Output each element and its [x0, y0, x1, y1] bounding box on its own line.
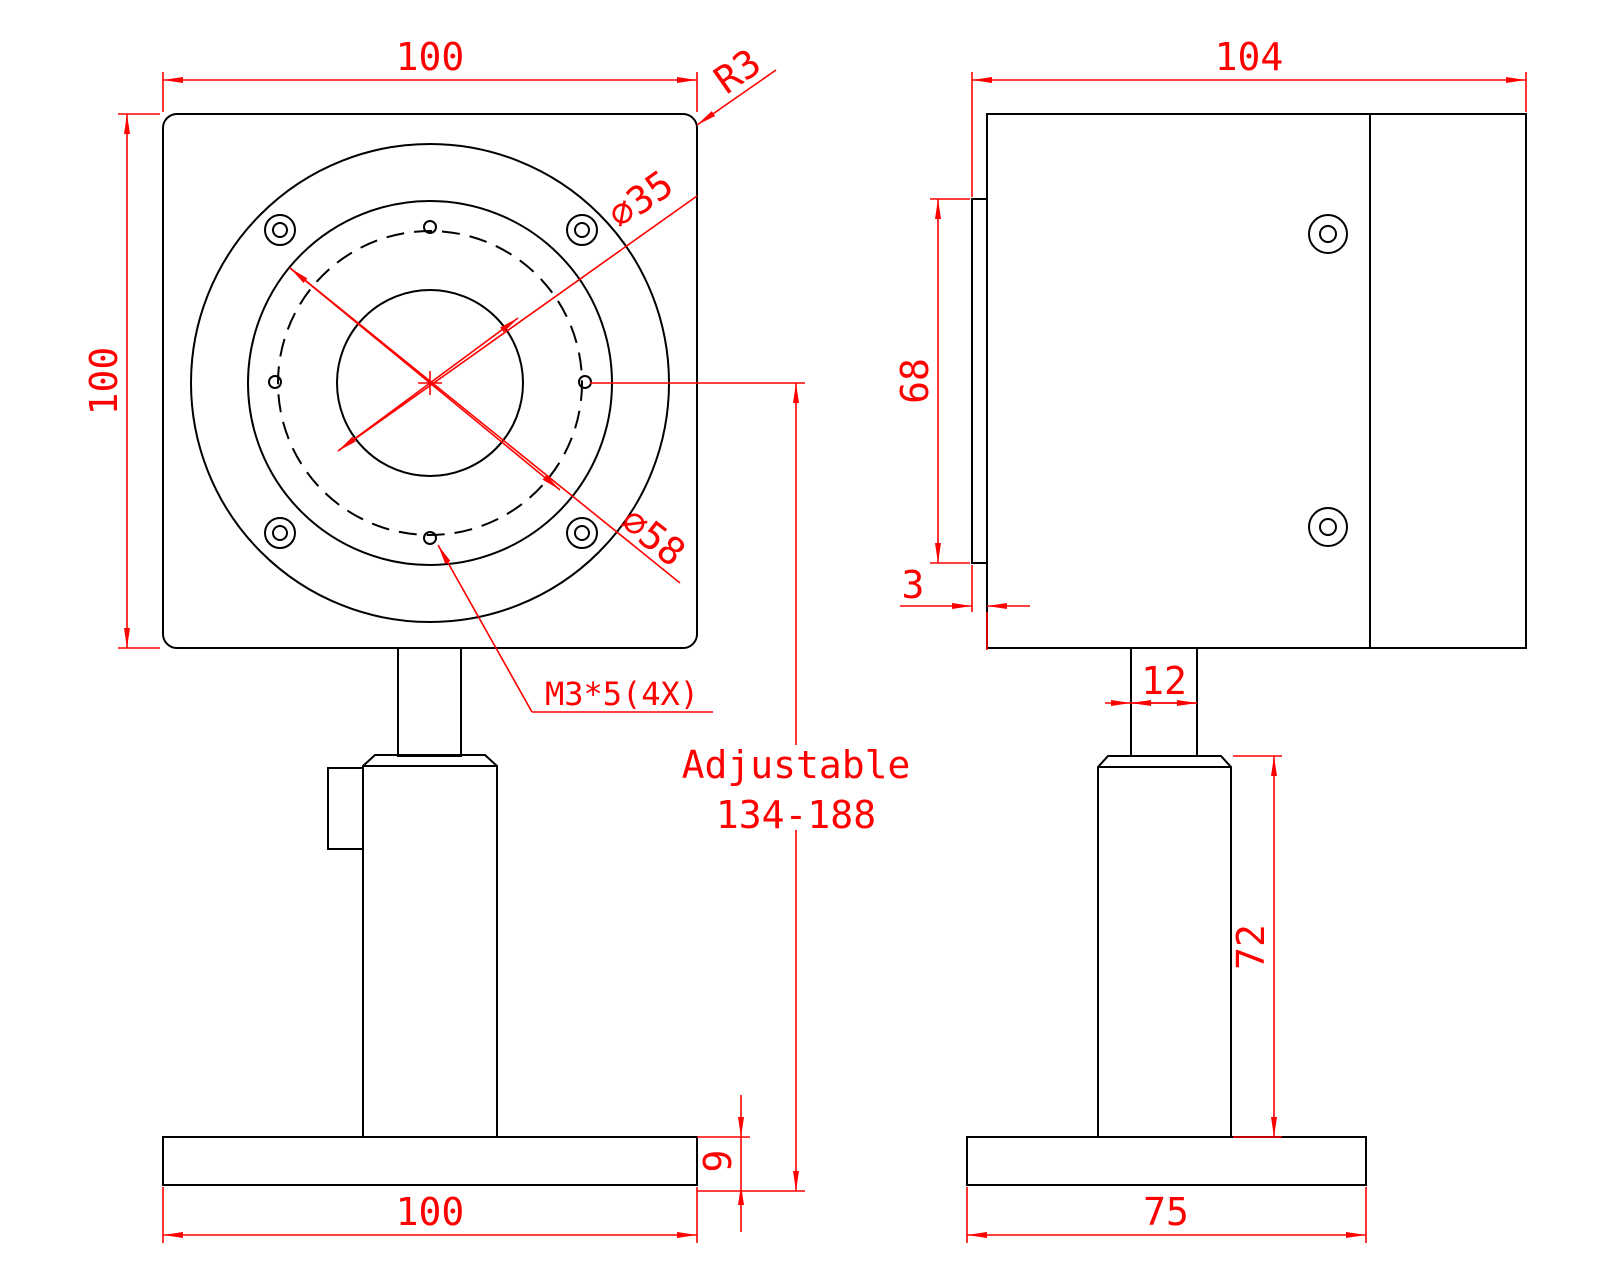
dim-text-flange-thickness: 3 [902, 563, 925, 607]
dim-base-thickness: 9 [696, 1095, 750, 1232]
side-post-holder [1097, 755, 1232, 1137]
dim-text-base-thickness: 9 [696, 1150, 740, 1173]
dim-front-height-left: 100 [82, 113, 160, 649]
dim-front-width-top: 100 [162, 35, 698, 112]
dim-text-adjustable-range: 134-188 [716, 793, 876, 837]
front-bolt-circle [277, 230, 583, 536]
corner-screw-top-left [264, 214, 296, 246]
dim-side-base-width: 75 [966, 1187, 1367, 1243]
dim-text-front-width-top: 100 [396, 35, 465, 79]
dim-thread-note: M3*5(4X) [437, 544, 713, 713]
dim-bolt-circle-diameter: ⌀58 [289, 267, 694, 584]
threaded-hole-top [423, 220, 437, 234]
corner-screw-top-right [566, 214, 598, 246]
dim-adjustable-height: Adjustable 134-188 [590, 382, 911, 1192]
dim-flange-height: 68 [893, 198, 970, 564]
front-bore [336, 289, 524, 477]
front-base [162, 1136, 698, 1186]
dim-flange-thickness: 3 [900, 563, 1030, 650]
dim-front-base-width: 100 [162, 1187, 698, 1243]
side-base [966, 1136, 1367, 1186]
dim-text-flange-height: 68 [893, 358, 937, 404]
threaded-hole-right [578, 375, 592, 389]
threaded-hole-bottom [423, 531, 437, 545]
side-screw-top [1308, 214, 1348, 254]
dim-text-front-base-width: 100 [396, 1190, 465, 1234]
front-thumbscrew [327, 767, 364, 850]
corner-screw-bottom-right [566, 517, 598, 549]
side-view: 104 68 3 12 72 [893, 35, 1527, 1243]
dim-text-side-base-width: 75 [1143, 1190, 1189, 1234]
side-flange [971, 198, 988, 564]
dim-text-side-depth-top: 104 [1215, 35, 1284, 79]
dim-side-depth-top: 104 [971, 35, 1527, 197]
dim-post-holder-height: 72 [1229, 755, 1282, 1138]
dim-text-bolt-circle-diameter: ⌀58 [612, 498, 693, 575]
dim-corner-radius: R3 [696, 40, 777, 126]
dim-text-thread-note: M3*5(4X) [545, 675, 699, 713]
corner-screw-bottom-left [264, 517, 296, 549]
front-post-holder [362, 754, 498, 1137]
dim-text-adjustable-label: Adjustable [682, 743, 911, 787]
front-view: 100 R3 100 ⌀35 ⌀58 [82, 35, 910, 1243]
threaded-hole-left [268, 375, 282, 389]
dim-post-diameter: 12 [1105, 659, 1197, 706]
dim-text-corner-radius: R3 [706, 40, 769, 102]
dim-text-front-height-left: 100 [82, 347, 126, 416]
dim-text-bore-diameter: ⌀35 [600, 162, 681, 237]
dim-text-post-diameter: 12 [1141, 659, 1187, 703]
side-screw-bottom [1308, 507, 1348, 547]
dim-text-post-holder-height: 72 [1229, 924, 1273, 970]
side-housing [986, 113, 1527, 649]
front-post [397, 647, 462, 757]
